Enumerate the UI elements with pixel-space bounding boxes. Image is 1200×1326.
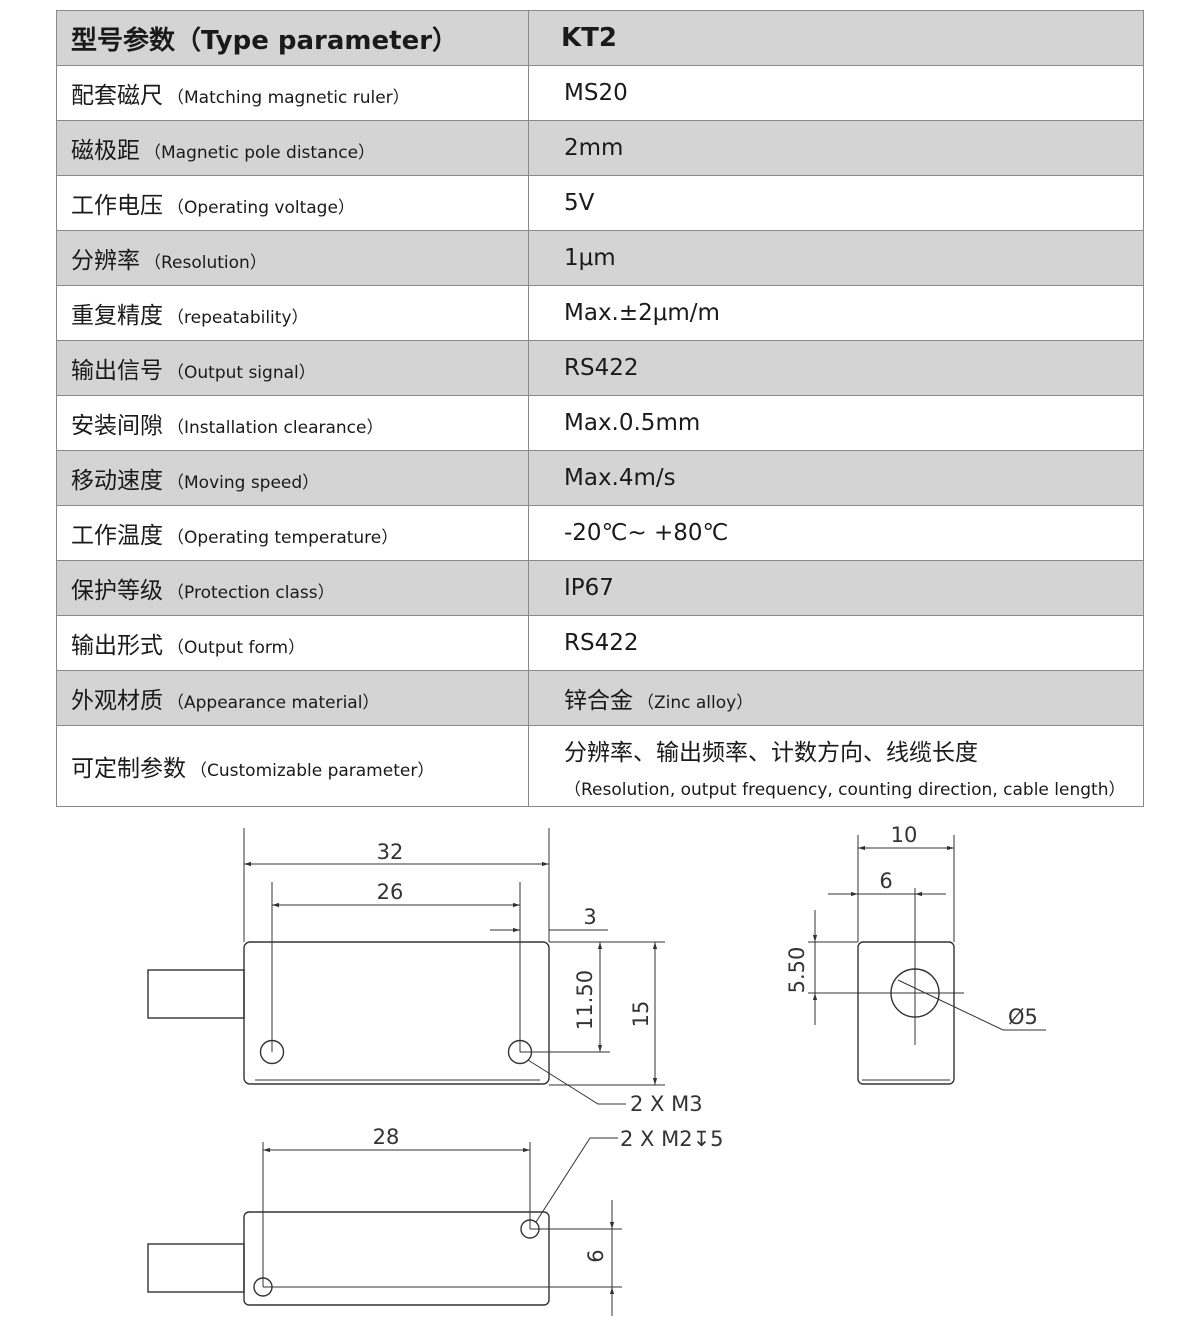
row-value-cn: 锌合金 [564,688,633,714]
row-key-en: （Output signal） [167,363,316,383]
label-diameter: Ø5 [1008,1005,1038,1029]
row-value: 锌合金（Zinc alloy） [528,670,1144,726]
row-key-en: （Matching magnetic ruler） [167,88,410,108]
row-key: 安装间隙（Installation clearance） [56,395,529,451]
row-key: 输出信号（Output signal） [56,340,529,396]
table-row: 配套磁尺（Matching magnetic ruler） MS20 [56,65,1144,121]
row-key-cn: 移动速度 [71,468,163,494]
label-5-50: 5.50 [785,947,809,994]
label-6-bottom: 6 [584,1249,608,1262]
row-key-cn: 重复精度 [71,303,163,329]
row-value-cn: 分辨率、输出频率、计数方向、线缆长度 [564,739,978,766]
table-row: 工作电压（Operating voltage） 5V [56,175,1144,231]
bottom-body [243,1211,550,1306]
row-key-cn: 配套磁尺 [71,83,163,109]
row-value: Max.4m/s [528,450,1144,506]
label-26: 26 [377,880,404,904]
table-row: 安装间隙（Installation clearance） Max.0.5mm [56,395,1144,451]
label-32: 32 [377,840,404,864]
row-key-en: （Customizable parameter） [190,761,435,781]
side-view [808,835,1046,1085]
row-key: 移动速度（Moving speed） [56,450,529,506]
row-key: 输出形式（Output form） [56,615,529,671]
row-key-cn: 工作温度 [71,523,163,549]
row-key: 保护等级（Protection class） [56,560,529,616]
row-value: -20℃~ +80℃ [528,505,1144,561]
row-key-en: （Operating voltage） [167,198,355,218]
row-key: 工作电压（Operating voltage） [56,175,529,231]
table-row: 可定制参数（Customizable parameter） 分辨率、输出频率、计… [56,725,1144,807]
label-6-side: 6 [879,869,892,893]
row-value: RS422 [528,340,1144,396]
row-value: IP67 [528,560,1144,616]
table-row: 移动速度（Moving speed） Max.4m/s [56,450,1144,506]
row-value: 1μm [528,230,1144,286]
row-key-en: （repeatability） [167,308,309,328]
label-2xm3: 2 X M3 [630,1092,703,1116]
header-value: KT2 [528,10,1144,66]
row-value: 5V [528,175,1144,231]
front-body [243,941,550,1085]
table-row: 分辨率（Resolution） 1μm [56,230,1144,286]
table-row: 外观材质（Appearance material） 锌合金（Zinc alloy… [56,670,1144,726]
row-key-cn: 工作电压 [71,193,163,219]
row-key-cn: 保护等级 [71,578,163,604]
row-key-en: （Moving speed） [167,473,320,493]
label-2xm2: 2 X M2↧5 [620,1127,724,1151]
table-row: 重复精度（repeatability） Max.±2μm/m [56,285,1144,341]
label-11-50: 11.50 [573,970,597,1030]
spec-table: 型号参数（Type parameter） KT2 配套磁尺（Matching m… [56,10,1144,807]
table-row: 输出信号（Output signal） RS422 [56,340,1144,396]
row-value: Max.0.5mm [528,395,1144,451]
front-cable [147,969,245,1019]
row-key-cn: 输出形式 [71,633,163,659]
table-row: 保护等级（Protection class） IP67 [56,560,1144,616]
table-row: 磁极距（Magnetic pole distance） 2mm [56,120,1144,176]
label-10: 10 [891,823,918,847]
row-value: RS422 [528,615,1144,671]
row-key: 配套磁尺（Matching magnetic ruler） [56,65,529,121]
row-key: 外观材质（Appearance material） [56,670,529,726]
row-key-en: （Appearance material） [167,693,380,713]
dimension-drawing: 32 26 3 11.50 15 2 X M3 28 2 X M2↧5 6 10… [147,823,1046,1316]
row-key-cn: 安装间隙 [71,413,163,439]
row-key: 可定制参数（Customizable parameter） [56,725,529,807]
row-key-cn: 输出信号 [71,358,163,384]
label-15: 15 [629,1001,653,1028]
row-value: Max.±2μm/m [528,285,1144,341]
bottom-cable [147,1243,245,1293]
row-key-cn: 分辨率 [71,248,140,274]
row-key-en: （Output form） [167,638,306,658]
table-header-row: 型号参数（Type parameter） KT2 [56,10,1144,66]
leader-m3 [527,1059,626,1105]
header-key: 型号参数（Type parameter） [56,10,529,66]
row-key-en: （Magnetic pole distance） [144,143,376,163]
row-key-en: （Protection class） [167,583,335,603]
row-key: 重复精度（repeatability） [56,285,529,341]
label-28: 28 [373,1125,400,1149]
row-value: 2mm [528,120,1144,176]
row-key-en: （Resolution） [144,253,267,273]
row-key-cn: 外观材质 [71,688,163,714]
front-view [147,828,665,1105]
row-key: 工作温度（Operating temperature） [56,505,529,561]
row-key-en: （Installation clearance） [167,418,384,438]
bottom-view [147,1137,622,1316]
label-3: 3 [583,905,596,929]
row-key-en: （Operating temperature） [167,528,399,548]
row-key-cn: 可定制参数 [71,756,186,782]
table-row: 工作温度（Operating temperature） -20℃~ +80℃ [56,505,1144,561]
row-value: 分辨率、输出频率、计数方向、线缆长度 （Resolution, output fr… [528,725,1144,807]
side-body [857,941,955,1085]
row-value: MS20 [528,65,1144,121]
table-row: 输出形式（Output form） RS422 [56,615,1144,671]
leader-diameter [897,979,1046,1031]
row-value-en: （Resolution, output frequency, counting … [564,779,1126,800]
leader-m2 [535,1137,618,1223]
row-value-en: （Zinc alloy） [637,693,754,713]
row-key: 分辨率（Resolution） [56,230,529,286]
row-key-cn: 磁极距 [71,138,140,164]
row-key: 磁极距（Magnetic pole distance） [56,120,529,176]
